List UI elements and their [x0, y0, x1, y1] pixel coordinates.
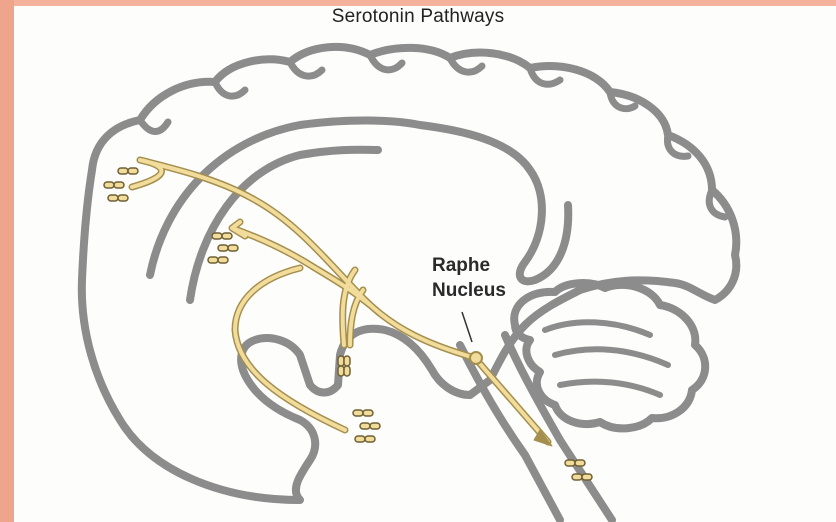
vesicle-cluster-temporal [353, 410, 380, 442]
raphe-nucleus-label: Raphe Nucleus [432, 253, 506, 303]
vesicle-cluster-cingulate [208, 233, 238, 263]
cerebrum-gyri [140, 55, 725, 217]
vesicle-cluster-hypothalamus [338, 356, 350, 376]
raphe-label-line2: Nucleus [432, 278, 506, 303]
raphe-nucleus-dot [470, 352, 482, 364]
cerebrum-outline [82, 47, 736, 500]
cerebellum-folia [545, 322, 668, 395]
raphe-label-line1: Raphe [432, 253, 506, 278]
raphe-pointer-line [462, 312, 472, 342]
